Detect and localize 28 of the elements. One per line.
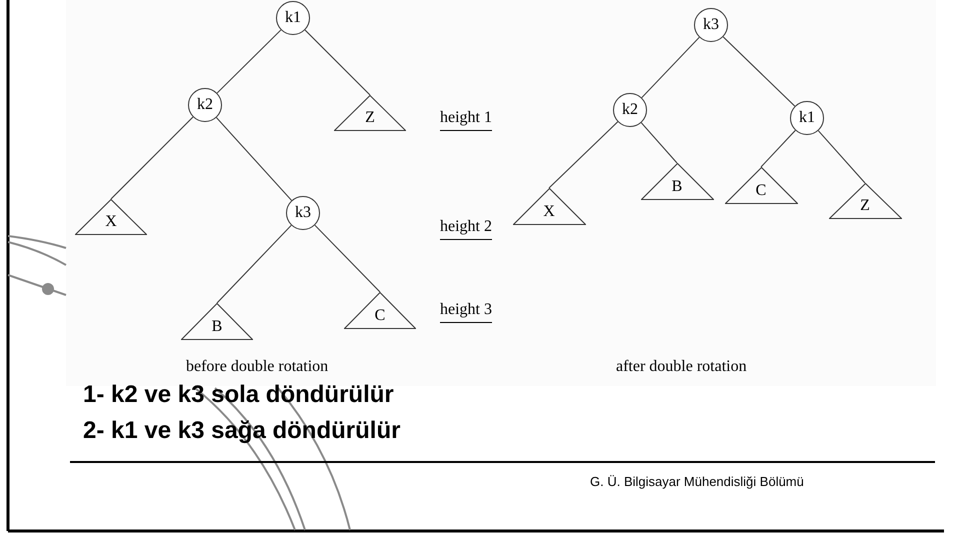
- tree-edge: [760, 130, 796, 168]
- tree-edge: [216, 224, 292, 304]
- height-label: height 2: [440, 217, 492, 240]
- tree-edge: [110, 116, 194, 200]
- tree-caption: before double rotation: [186, 357, 328, 377]
- subtree-triangle: X: [512, 188, 586, 225]
- tree-edge: [818, 130, 866, 184]
- subtree-triangle: B: [640, 163, 714, 200]
- subtree-triangle: X: [75, 199, 147, 235]
- subtree-triangle: C: [344, 292, 416, 329]
- step-text: 2- k1 ve k3 sağa döndürülür: [83, 416, 400, 446]
- height-label: height 1: [440, 108, 492, 131]
- tree-edge: [304, 30, 370, 96]
- tree-edge: [722, 36, 796, 107]
- tree-edge: [640, 122, 678, 164]
- subtree-triangle: B: [181, 303, 253, 340]
- subtree-triangle: Z: [828, 183, 902, 219]
- subtree-triangle: C: [724, 167, 798, 204]
- tree-edge: [314, 224, 380, 292]
- tree-edge: [216, 29, 282, 94]
- step-text: 1- k2 ve k3 sola döndürülür: [83, 380, 394, 410]
- tree-caption: after double rotation: [616, 357, 747, 377]
- footer-text: G. Ü. Bilgisayar Mühendisliği Bölümü: [590, 474, 804, 490]
- subtree-triangle: Z: [334, 95, 406, 131]
- height-label: height 3: [440, 300, 492, 323]
- tree-edge: [548, 121, 618, 188]
- tree-edge: [641, 36, 700, 98]
- tree-edge: [216, 117, 292, 201]
